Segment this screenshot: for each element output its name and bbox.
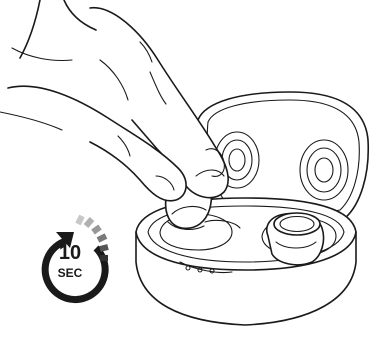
earbud-right <box>267 213 324 265</box>
hand <box>0 0 228 201</box>
timer-unit: SEC <box>58 266 83 280</box>
timer-icon: 10 SEC <box>45 216 108 300</box>
timer-value: 10 <box>59 242 81 264</box>
